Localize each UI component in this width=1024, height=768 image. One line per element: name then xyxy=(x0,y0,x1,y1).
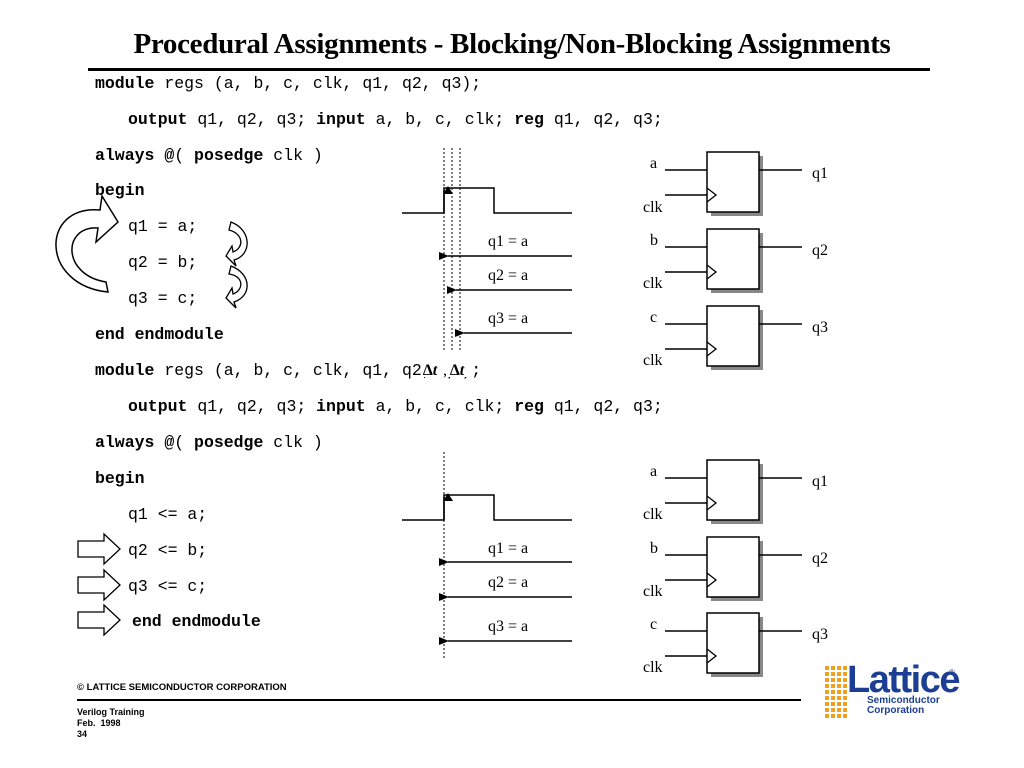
ff-clk-label: clk xyxy=(643,199,663,216)
flipflop-bottom-1: a clk q1 xyxy=(643,459,828,524)
delta-t-label-1: ∆t xyxy=(423,362,438,379)
code-stmt-1-top: q1 = a; xyxy=(128,217,198,236)
code-stmt-2-bottom: q2 <= b; xyxy=(128,541,208,560)
code-stmt-1-bottom: q1 <= a; xyxy=(128,505,208,524)
ff-input-label: b xyxy=(650,540,658,557)
code-stmt-2-top: q2 = b; xyxy=(128,253,198,272)
code-line-begin-top: begin xyxy=(95,181,145,201)
footer-rule xyxy=(77,699,801,701)
keyword-module: module xyxy=(95,74,155,93)
ff-clk-label: clk xyxy=(643,506,663,523)
copyright-text: © LATTICE SEMICONDUCTOR CORPORATION xyxy=(77,682,287,693)
flipflop-bottom-2: b clk q2 xyxy=(643,536,828,601)
flipflop-top-1: a clk q1 xyxy=(643,151,828,216)
keyword-endmodule: endmodule xyxy=(134,325,224,344)
keyword-reg: reg xyxy=(514,110,544,129)
keyword-input: input xyxy=(316,110,366,129)
small-curved-arrow-icon-1 xyxy=(225,221,248,267)
code-line-ports-top: output q1, q2, q3; input a, b, c, clk; r… xyxy=(128,110,663,129)
ff-input-label: c xyxy=(650,616,657,633)
hollow-right-arrow-icon-1 xyxy=(77,532,121,566)
timing-label-q3-top: q3 = a xyxy=(488,310,528,327)
timing-label-q2-top: q2 = a xyxy=(488,267,528,284)
ff-clk-label: clk xyxy=(643,275,663,292)
code-stmt-3-top: q3 = c; xyxy=(128,289,198,308)
code-line-module-top: module regs (a, b, c, clk, q1, q2, q3); xyxy=(95,74,481,94)
ff-output-label: q1 xyxy=(812,473,828,490)
code-text: regs (a, b, c, clk, q1, q2, q3); xyxy=(154,74,482,93)
large-curved-arrow-icon xyxy=(55,193,119,293)
code-line-ports-bottom: output q1, q2, q3; input a, b, c, clk; r… xyxy=(128,397,663,416)
title-underline xyxy=(88,68,930,71)
keyword-always: always xyxy=(95,146,155,165)
ff-output-label: q2 xyxy=(812,242,828,259)
flipflop-top-3: c clk q3 xyxy=(643,305,828,370)
ff-output-label: q1 xyxy=(812,165,828,182)
lattice-logo: Lattice ® Semiconductor Corporation xyxy=(825,659,960,722)
flipflop-bottom-3: c clk q3 xyxy=(643,612,828,677)
timing-label-q2-bottom: q2 = a xyxy=(488,574,528,591)
small-curved-arrow-icon-2 xyxy=(225,265,248,309)
footer-meta: Verilog Training Feb. 1998 34 xyxy=(77,707,145,740)
code-line-begin-bottom: begin xyxy=(95,469,145,488)
ff-clk-label: clk xyxy=(643,659,663,676)
flipflop-top-2: b clk q2 xyxy=(643,228,828,293)
ff-output-label: q3 xyxy=(812,626,828,643)
ff-input-label: b xyxy=(650,232,658,249)
keyword-begin: begin xyxy=(95,181,145,200)
logo-wordmark: Lattice xyxy=(847,659,960,701)
logo-dot-grid-icon xyxy=(825,666,847,718)
logo-registered-mark: ® xyxy=(949,668,955,677)
ff-input-label: a xyxy=(650,155,657,172)
timing-diagram-bottom: q1 = a q2 = a q3 = a xyxy=(402,452,572,660)
keyword-output: output xyxy=(128,110,188,129)
keyword-end: end xyxy=(95,325,125,344)
code-stmt-3-bottom: q3 <= c; xyxy=(128,577,208,596)
page-number: 34 xyxy=(77,729,88,739)
code-line-always-bottom: always @( posedge clk ) xyxy=(95,433,323,452)
date-text: Feb. 1998 xyxy=(77,718,121,728)
timing-label-q3-bottom: q3 = a xyxy=(488,618,528,635)
code-line-always-top: always @( posedge clk ) xyxy=(95,146,323,165)
logo-subtitle: Semiconductor Corporation xyxy=(867,695,940,716)
course-name: Verilog Training xyxy=(77,707,145,717)
delta-t-label-2: ∆t xyxy=(450,362,465,379)
slide-title: Procedural Assignments - Blocking/Non-Bl… xyxy=(133,28,891,60)
timing-diagram-top: q1 = a q2 = a q3 = a ∆t , ∆t xyxy=(402,148,572,379)
ff-clk-label: clk xyxy=(643,352,663,369)
keyword-posedge: posedge xyxy=(194,146,264,165)
ff-input-label: c xyxy=(650,309,657,326)
hollow-right-arrow-icon-3 xyxy=(77,603,121,637)
ff-output-label: q3 xyxy=(812,319,828,336)
timing-label-q1-top: q1 = a xyxy=(488,233,528,250)
ff-input-label: a xyxy=(650,463,657,480)
ff-output-label: q2 xyxy=(812,550,828,567)
code-line-end-bottom: end endmodule xyxy=(132,612,261,631)
hollow-right-arrow-icon-2 xyxy=(77,568,121,602)
code-line-end-top: end endmodule xyxy=(95,325,224,345)
timing-label-q1-bottom: q1 = a xyxy=(488,540,528,557)
ff-clk-label: clk xyxy=(643,583,663,600)
delta-comma: , xyxy=(443,362,447,379)
